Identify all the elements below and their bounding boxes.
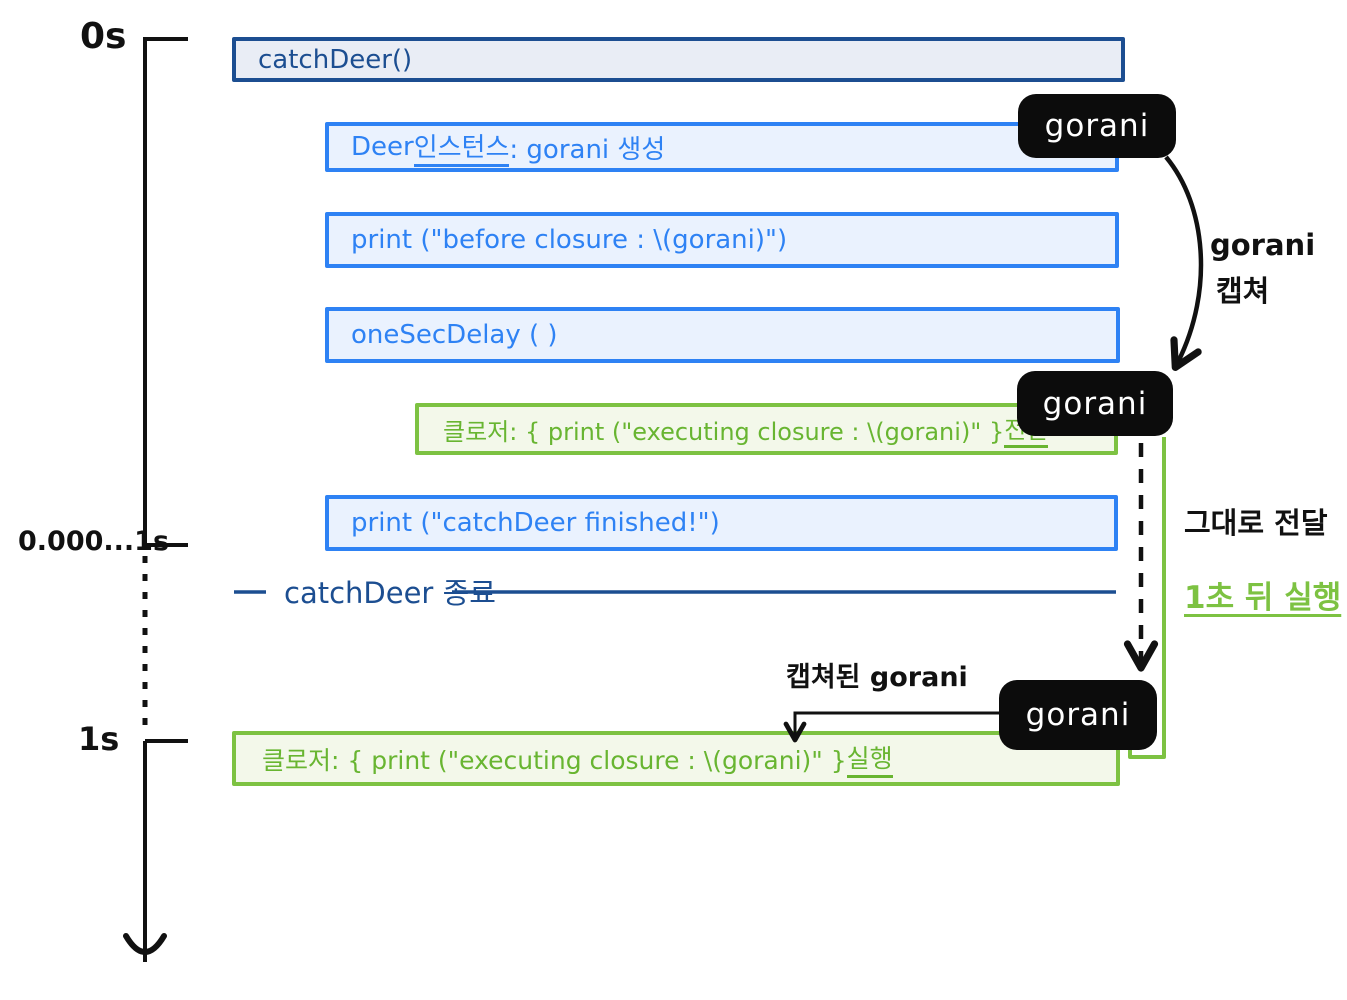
pass-as-is-annotation: 그대로 전달 <box>1184 506 1328 540</box>
timeline-label-0000-1s: 0.000...1s <box>18 526 170 557</box>
timeline-arrowhead-icon <box>123 933 167 955</box>
deer-instance-post: : gorani 생성 <box>509 134 666 165</box>
gorani-badge-middle: gorani <box>1017 371 1173 436</box>
box-closure-exec: 클로저: { print ("executing closure : \(gor… <box>232 731 1120 786</box>
gorani-badge-top-label: gorani <box>1044 108 1150 144</box>
box-print-before-closure: print ("before closure : \(gorani)") <box>325 212 1119 268</box>
box-catchdeer-label: catchDeer() <box>258 44 413 75</box>
capture-annotation-line2: 캡쳐 <box>1216 274 1270 308</box>
box-deer-instance: Deer 인스턴스 : gorani 생성 <box>325 122 1119 172</box>
closure-exec-pre: 클로저: { print ("executing closure : \(gor… <box>262 745 847 775</box>
gorani-badge-bottom: gorani <box>999 680 1157 750</box>
timeline-label-1s: 1s <box>78 720 120 758</box>
captured-gorani-annotation: 캡쳐된 gorani <box>786 662 968 693</box>
gorani-badge-middle-label: gorani <box>1042 385 1148 422</box>
gorani-badge-bottom-label: gorani <box>1025 697 1131 733</box>
box-one-sec-delay: oneSecDelay ( ) <box>325 307 1120 363</box>
print-finished-label: print ("catchDeer finished!") <box>351 508 720 538</box>
timeline-label-0s: 0s <box>80 16 127 57</box>
closure-pass-pre: 클로저: { print ("executing closure : \(gor… <box>443 417 1005 446</box>
print-before-label: print ("before closure : \(gorani)") <box>351 225 788 255</box>
gorani-capture-arrow <box>1164 155 1204 371</box>
one-sec-delay-label: oneSecDelay ( ) <box>351 320 558 350</box>
box-closure-pass: 클로저: { print ("executing closure : \(gor… <box>415 403 1118 455</box>
box-catchdeer-call: catchDeer() <box>232 37 1125 82</box>
closure-exec-underlined: 실행 <box>846 739 893 778</box>
gorani-badge-top: gorani <box>1018 94 1176 158</box>
run-after-1s-annotation: 1초 뒤 실행 <box>1184 580 1342 616</box>
deer-instance-underlined: 인스턴스 <box>413 127 510 167</box>
catchdeer-end-annotation: catchDeer 종료 <box>284 576 496 610</box>
box-print-finished: print ("catchDeer finished!") <box>325 495 1118 551</box>
capture-annotation-line1: gorani <box>1210 228 1316 262</box>
deer-instance-pre: Deer <box>351 132 414 162</box>
